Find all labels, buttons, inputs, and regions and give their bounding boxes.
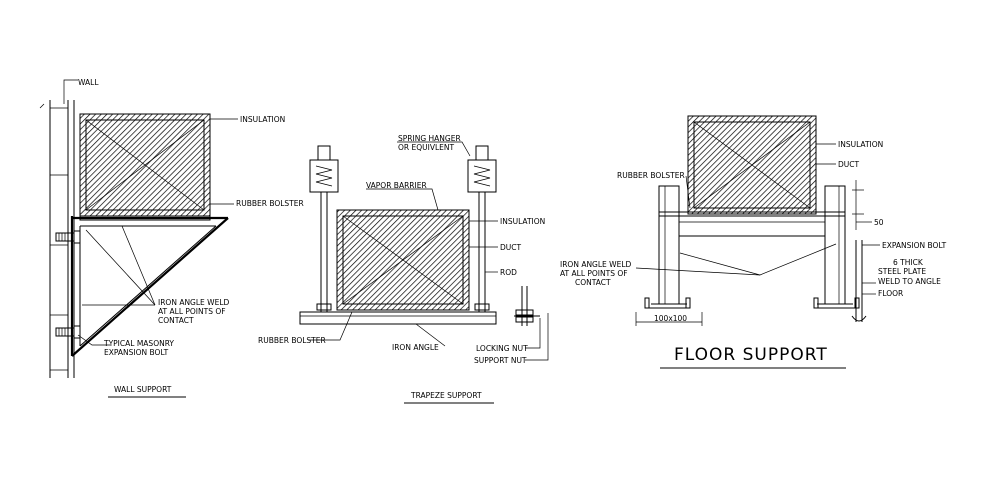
label-insulation: INSULATION [838, 140, 883, 149]
label-iron-angle-weld-1: IRON ANGLE WELD [158, 298, 230, 307]
label-rubber-bolster: RUBBER BOLSTER [236, 199, 304, 208]
wall-support-title: WALL SUPPORT [114, 385, 172, 394]
label-spring-hanger-1: SPRING HANGER [398, 134, 461, 143]
floor-duct [687, 115, 817, 215]
spring-hanger-left [309, 145, 339, 312]
label-steel-plate-2: STEEL PLATE [878, 267, 926, 276]
label-expansion-bolt: EXPANSION BOLT [882, 241, 947, 250]
label-floor: FLOOR [878, 289, 903, 298]
dimension-50 [852, 180, 872, 230]
wall-duct [79, 113, 211, 217]
spring-hanger-right [467, 145, 497, 312]
floor-leg-left [644, 185, 691, 309]
label-duct: DUCT [500, 243, 522, 252]
label-masonry-bolt-1: TYPICAL MASONRY [103, 339, 174, 348]
label-iron-angle: IRON ANGLE [392, 343, 439, 352]
label-iron-angle-weld-1: IRON ANGLE WELD [560, 260, 632, 269]
floor-support-title: FLOOR SUPPORT [674, 345, 828, 365]
label-duct: DUCT [838, 160, 860, 169]
label-insulation: INSULATION [240, 115, 285, 124]
rod-nut-detail [514, 286, 540, 326]
label-iron-angle-weld-3: CONTACT [158, 316, 194, 325]
wall-support-detail: WALL INSULATION RUBBER BOLSTER IRON ANGL… [39, 78, 304, 398]
label-masonry-bolt-2: EXPANSION BOLT [104, 348, 169, 357]
label-steel-plate-3: WELD TO ANGLE [878, 277, 941, 286]
label-iron-angle-weld-2: AT ALL POINTS OF [158, 307, 226, 316]
floor-leg-right [813, 185, 860, 309]
label-vapor-barrier: VAPOR BARRIER [366, 181, 427, 190]
label-rubber-bolster: RUBBER BOLSTER [258, 336, 326, 345]
trapeze-duct [336, 209, 470, 311]
dimension-100x100 [635, 312, 703, 326]
label-dim-100x100: 100x100 [654, 314, 687, 323]
label-locking-nut: LOCKING NUT [476, 344, 528, 353]
label-rod: ROD [500, 268, 517, 277]
label-support-nut: SUPPORT NUT [474, 356, 527, 365]
trapeze-support-detail: SPRING HANGER OR EQUIVLENT VAPOR BARRIER… [258, 134, 549, 404]
trapeze-iron-angle [299, 311, 497, 325]
expansion-bolt [55, 230, 81, 244]
floor-support-detail: INSULATION DUCT RUBBER BOLSTER 50 EXPANS… [560, 115, 947, 369]
label-spring-hanger-2: OR EQUIVLENT [398, 143, 455, 152]
trapeze-support-title: TRAPEZE SUPPORT [410, 391, 482, 400]
floor-crossbar [658, 211, 846, 237]
label-wall: WALL [78, 78, 99, 87]
label-iron-angle-weld-2: AT ALL POINTS OF [560, 269, 628, 278]
expansion-bolt [55, 325, 81, 339]
label-rubber-bolster: RUBBER BOLSTER [617, 171, 685, 180]
floor-anchor-detail [851, 240, 867, 322]
label-steel-plate-1: 6 THICK [893, 258, 924, 267]
label-dim-50: 50 [874, 218, 884, 227]
wall-angle-bracket [70, 216, 229, 357]
label-insulation: INSULATION [500, 217, 545, 226]
label-iron-angle-weld-3: CONTACT [575, 278, 611, 287]
